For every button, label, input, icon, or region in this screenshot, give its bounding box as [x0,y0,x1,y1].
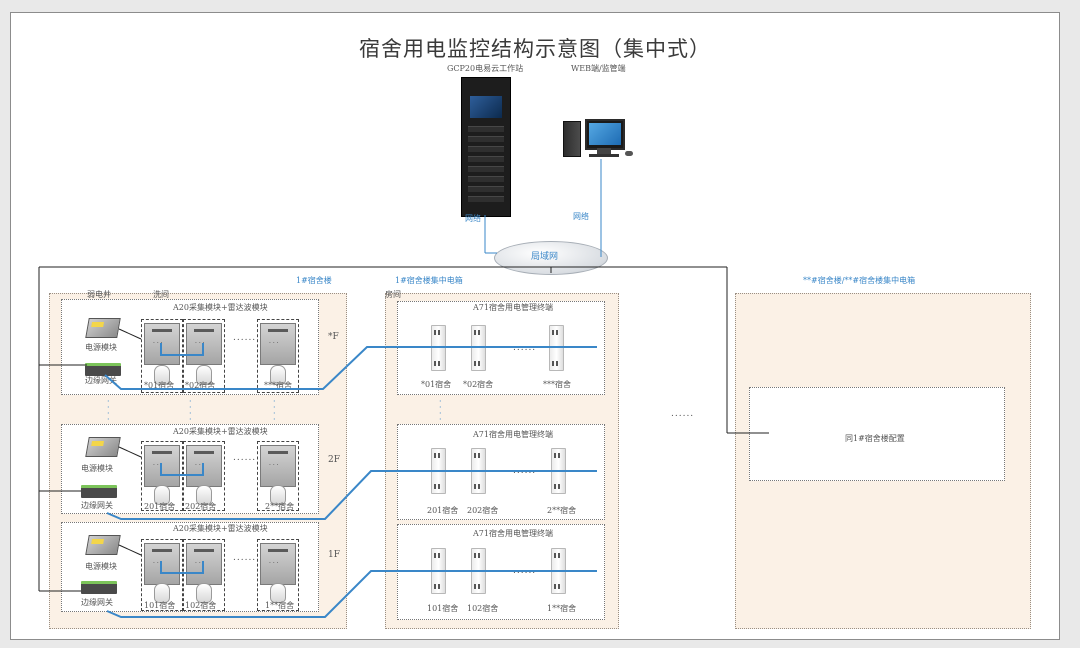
rs485-wire [104,346,597,390]
network-label-right: 网络 [573,212,589,221]
power-module-label: 电源模块 [85,562,117,571]
room-label: 1**宿舍 [265,601,295,610]
wiring-layer [38,159,769,618]
radar-sensor-icon [196,485,212,505]
rs485-wire [106,570,597,618]
a20-title: A20采集模块+雷达波模块 [173,303,268,312]
diagram-canvas: 宿舍用电监控结构示意图（集中式） GCP20电易云工作站 WEB端/监管端 网络… [10,12,1060,640]
room-label: 102宿舍 [467,604,499,613]
edge-gateway-label: 边缘网关 [81,501,113,510]
vertical-ellipsis: ···· [439,397,442,424]
room-label: 2**宿舍 [265,502,295,511]
ellipsis: ...... [233,453,257,463]
power-wire [118,328,142,340]
a71-title: A71宿舍用电管理终端 [473,529,553,538]
ellipsis: ...... [671,409,695,419]
a20-cell [141,539,183,611]
room-label: ***宿舍 [264,381,292,390]
room-label: *01宿舍 [144,381,175,390]
room-label: 202宿舍 [185,502,217,511]
room-label: 101宿舍 [144,601,176,610]
room-label: 202宿舍 [467,506,499,515]
a20-title: A20采集模块+雷达波模块 [173,524,268,533]
vertical-ellipsis: ···· [273,397,276,424]
room-label: 201宿舍 [427,506,459,515]
radar-sensor-icon [270,485,286,505]
room-label: *02宿舍 [463,380,494,389]
room-label: *01宿舍 [421,380,452,389]
room-label: ***宿舍 [543,380,571,389]
room-label: 102宿舍 [185,601,217,610]
radar-sensor-icon [270,365,286,385]
a20-cell [257,539,299,611]
room-label: *02宿舍 [185,381,216,390]
a71-title: A71宿舍用电管理终端 [473,303,553,312]
room-label: 101宿舍 [427,604,459,613]
power-wire [118,544,142,556]
power-module-label: 电源模块 [85,343,117,352]
rs485-wire [160,343,204,356]
network-label-left: 网络 [465,214,481,223]
corridor-label: 弱电井 [87,290,111,299]
floor-level: *F [328,332,339,342]
config-label: 同1#宿舍楼配置 [845,434,905,443]
edge-gateway-label: 边缘网关 [81,598,113,607]
server-rack-icon [461,77,511,217]
a20-module-icon [260,543,296,585]
rs485-wire [160,463,204,476]
page-title: 宿舍用电监控结构示意图（集中式） [359,37,711,61]
edge-gateway-icon [85,363,121,376]
radar-sensor-icon [196,365,212,385]
ellipsis: ...... [233,333,257,343]
a20-cell [183,539,225,611]
vertical-ellipsis: ···· [189,397,192,424]
power-wire [118,446,142,458]
edge-gateway-icon [81,485,117,498]
a20-title: A20采集模块+雷达波模块 [173,427,268,436]
workstation-label: GCP20电易云工作站 [447,64,524,73]
ellipsis: ...... [233,553,257,563]
washroom-label: 洗间 [153,290,169,299]
a20-module-icon [260,323,296,365]
floor-level: 2F [328,455,340,465]
room-label: 2**宿舍 [547,506,577,515]
radar-sensor-icon [154,583,170,603]
room-label: 201宿舍 [144,502,176,511]
rs485-wire [106,470,597,520]
edge-gateway-label: 边缘网关 [85,376,117,385]
edge-gateway-icon [81,581,117,594]
room-label: 房间 [385,290,401,299]
power-module-label: 电源模块 [81,464,113,473]
radar-sensor-icon [154,485,170,505]
power-box-title: 1#宿舍楼集中电箱 [395,276,463,285]
config-box [749,387,1005,481]
rs485-wire [160,561,204,574]
radar-sensor-icon [154,365,170,385]
radar-sensor-icon [270,583,286,603]
pc-tower-icon [563,121,581,157]
a20-cell [257,319,299,393]
a20-cell [257,441,299,511]
floor-level: 1F [328,550,340,560]
mouse-icon [625,151,633,156]
a71-title: A71宿舍用电管理终端 [473,430,553,439]
web-label: WEB端/监管端 [571,64,626,73]
vertical-ellipsis: ···· [107,397,110,424]
other-building-title: **#宿舍楼/**#宿舍楼集中电箱 [803,276,916,285]
radar-sensor-icon [196,583,212,603]
building-title: 1#宿舍楼 [296,276,332,285]
lan-label: 局域网 [531,252,559,262]
room-label: 1**宿舍 [547,604,577,613]
